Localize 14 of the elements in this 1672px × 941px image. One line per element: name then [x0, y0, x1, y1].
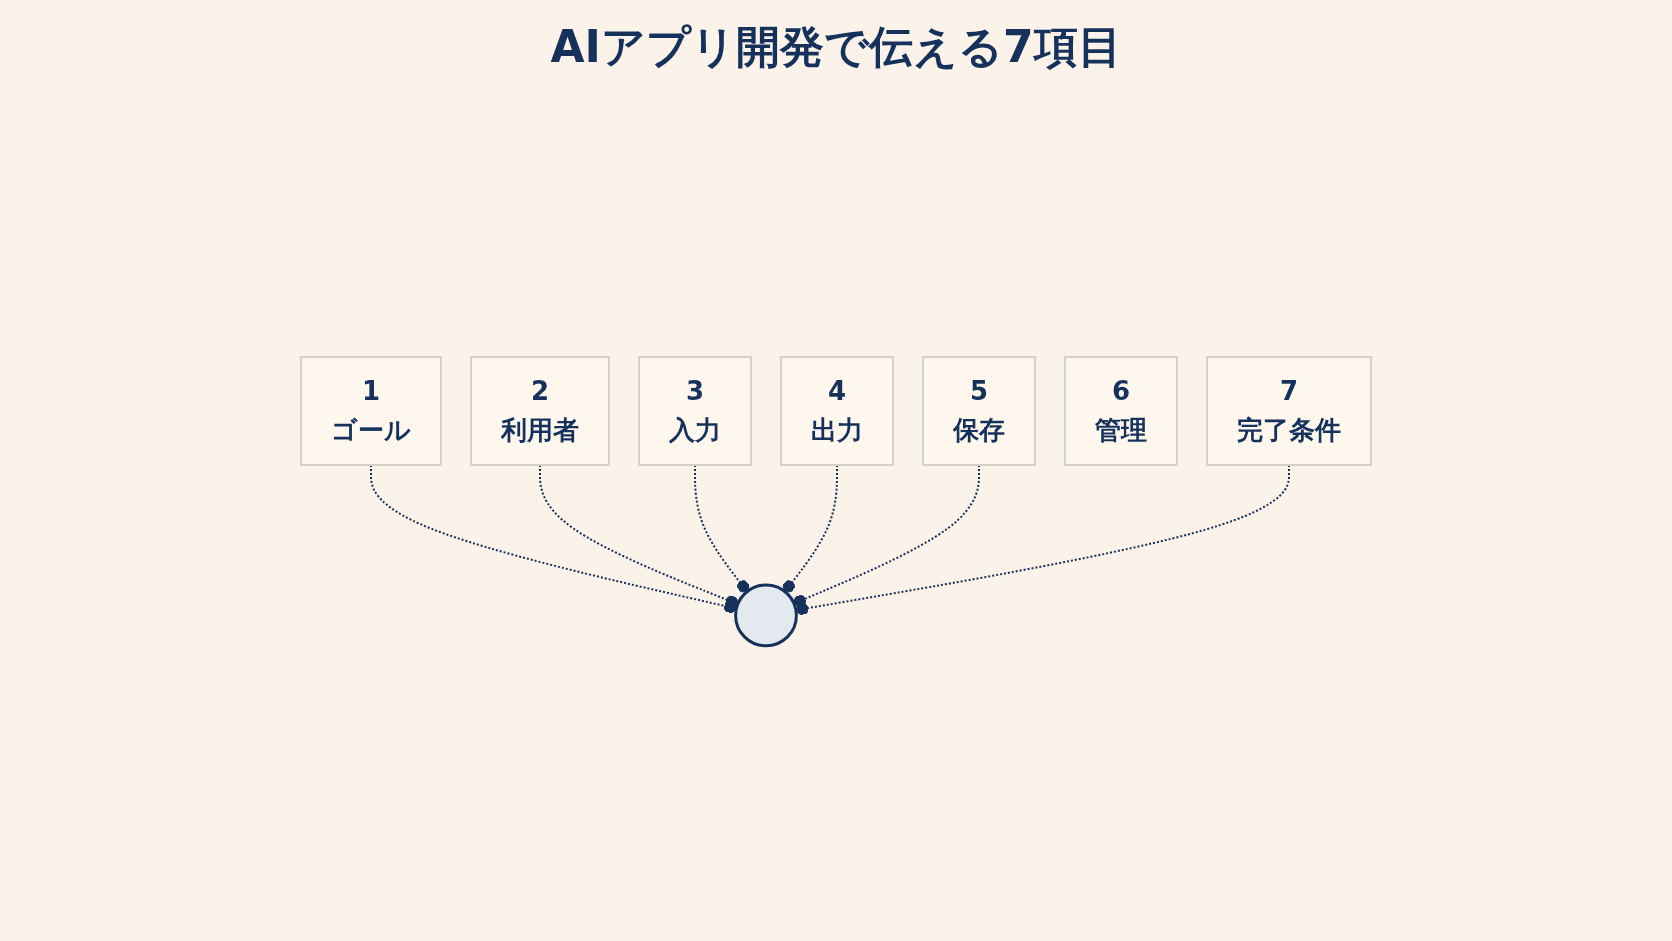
node-box: 6 管理	[1064, 355, 1178, 466]
node-circle	[734, 583, 798, 648]
title: AIアプリ開発で伝える7項目	[550, 20, 1122, 74]
node-box: 5 保存	[922, 355, 1036, 466]
connector	[694, 463, 750, 593]
connector	[793, 463, 980, 607]
node-box: 4 出力	[780, 355, 894, 466]
node-box: 3 入力	[638, 355, 752, 466]
node-box: 1 ゴール	[300, 355, 442, 466]
connector	[370, 463, 738, 613]
connector	[794, 463, 1290, 615]
node-box: 7 完了条件	[1206, 355, 1372, 466]
connector	[782, 463, 838, 593]
node-box: 2 利用者	[470, 355, 610, 466]
